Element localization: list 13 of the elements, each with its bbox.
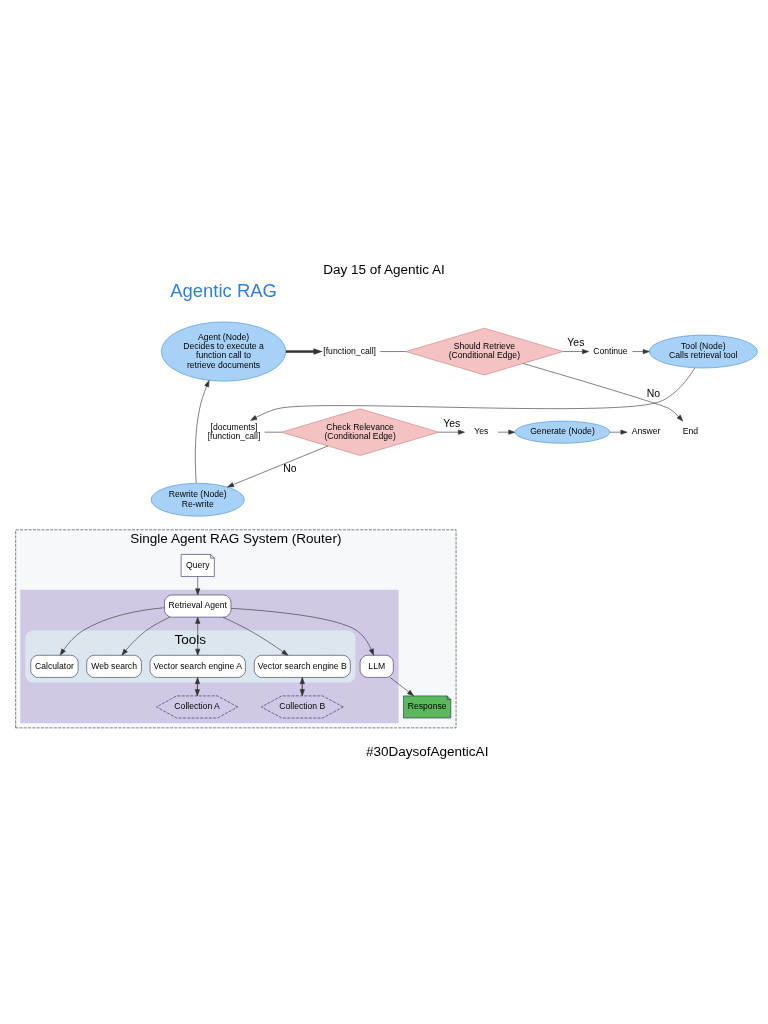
- node-text: Yes: [474, 426, 489, 437]
- node-text: Continue: [593, 345, 628, 356]
- node-text: [function_call]: [323, 345, 376, 356]
- node-text: End: [682, 426, 699, 437]
- label: Agentic RAG: [170, 280, 277, 302]
- edge-label: No: [646, 388, 661, 400]
- node-text: Answer: [631, 426, 661, 437]
- edge-label: No: [283, 462, 297, 474]
- edge-label: Yes: [567, 337, 585, 349]
- diagram-title: Day 15 of Agentic AI: [323, 261, 445, 277]
- node-text: [documents] [function_call]: [207, 421, 261, 442]
- caption: #30DaysofAgenticAI: [365, 743, 489, 759]
- edge-label: Yes: [443, 418, 461, 430]
